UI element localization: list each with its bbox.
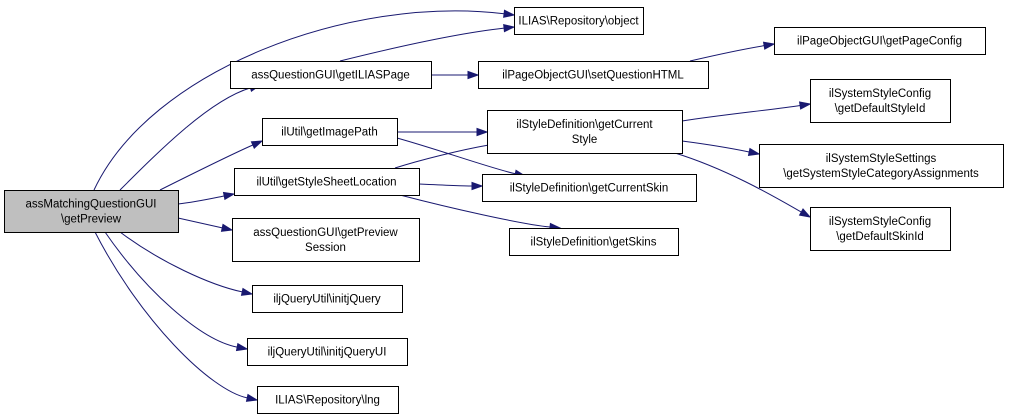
arrowhead-icon <box>471 181 484 191</box>
arrowhead-icon <box>467 70 480 80</box>
node-label: ilSystemStyleSettings <box>826 153 937 165</box>
node-get-current-skin[interactable]: ilStyleDefinition\getCurrentSkin <box>482 174 697 202</box>
node-root[interactable]: assMatchingQuestionGUI \getPreview <box>4 190 179 233</box>
edge-get-current-style-to-get-default-style-id <box>681 101 812 122</box>
arrowhead-icon <box>503 9 516 18</box>
node-label: ilSystemStyleConfig <box>829 216 931 228</box>
node-label: Style <box>572 134 598 146</box>
edge-root-to-init-jquery-ui <box>104 231 249 352</box>
node-box <box>262 118 398 146</box>
node-label: ilStyleDefinition\getCurrentSkin <box>510 183 669 195</box>
node-label: ilUtil\getStyleSheetLocation <box>257 177 397 189</box>
node-box <box>759 144 1004 188</box>
edge-root-to-get-preview-session <box>177 217 234 232</box>
node-get-system-style-category-assignments[interactable]: ilSystemStyleSettings \getSystemStyleCate… <box>759 144 1004 188</box>
node-box <box>509 228 679 256</box>
arrowhead-icon <box>240 287 254 296</box>
node-box <box>810 207 951 251</box>
arrowhead-icon <box>762 41 776 50</box>
node-label: \getDefaultStyleId <box>835 103 926 115</box>
node-get-style-sheet-location[interactable]: ilUtil\getStyleSheetLocation <box>234 168 420 196</box>
node-label: \getDefaultSkinId <box>836 231 924 243</box>
node-label: assQuestionGUI\getPreview <box>253 227 398 239</box>
node-label: ilUtil\getImagePath <box>281 127 378 139</box>
edge-get-current-style-to-get-system-style-category-assignments <box>681 140 761 156</box>
node-set-question-html[interactable]: ilPageObjectGUI\setQuestionHTML <box>478 61 709 89</box>
node-repo-object[interactable]: ILIAS\Repository\object <box>514 7 644 35</box>
edge-root-to-init-jquery <box>119 231 254 296</box>
node-box <box>774 27 986 55</box>
node-box <box>247 338 408 366</box>
edge-get-style-sheet-location-to-get-current-style <box>394 140 502 169</box>
node-label: assQuestionGUI\getILIASPage <box>251 70 410 82</box>
arrowhead-icon <box>476 127 489 137</box>
node-box <box>4 190 179 233</box>
node-init-jquery[interactable]: iljQueryUtil\initjQuery <box>252 285 403 313</box>
node-init-jquery-ui[interactable]: iljQueryUtil\initjQueryUI <box>247 338 408 366</box>
arrowhead-icon <box>222 191 236 201</box>
node-get-default-style-id[interactable]: ilSystemStyleConfig \getDefaultStyleId <box>810 79 951 123</box>
edge-get-ilias-page-to-repo-object <box>339 23 516 62</box>
edge-set-question-html-to-get-page-config <box>689 41 776 62</box>
node-box <box>252 285 403 313</box>
node-repo-lng[interactable]: ILIAS\Repository\lng <box>257 386 399 414</box>
node-box <box>234 168 420 196</box>
edge-root-to-get-image-path <box>159 140 264 191</box>
node-box <box>514 7 644 35</box>
node-box <box>482 174 697 202</box>
arrowhead-icon <box>245 393 259 402</box>
node-get-default-skin-id[interactable]: ilSystemStyleConfig \getDefaultSkinId <box>810 207 951 251</box>
node-get-skins[interactable]: ilStyleDefinition\getSkins <box>509 228 679 256</box>
arrowhead-icon <box>503 23 516 33</box>
function-nodes: assMatchingQuestionGUI\getPreviewILIAS\R… <box>4 7 1004 414</box>
node-label: assMatchingQuestionGUI <box>25 199 156 211</box>
edge-get-current-style-to-get-default-skin-id <box>674 152 812 218</box>
edge-get-ilias-page-to-set-question-html <box>430 70 480 80</box>
node-label: ilSystemStyleConfig <box>829 88 931 100</box>
node-box <box>230 61 432 89</box>
arrowhead-icon <box>235 342 249 352</box>
arrowhead-icon <box>798 208 812 218</box>
node-label: ilStyleDefinition\getCurrent <box>516 119 653 131</box>
node-get-ilias-page[interactable]: assQuestionGUI\getILIASPage <box>230 61 432 89</box>
edge-root-to-repo-lng <box>94 231 259 402</box>
edge-get-style-sheet-location-to-get-current-skin <box>418 181 484 191</box>
node-box <box>232 218 420 262</box>
edge-root-to-get-style-sheet-location <box>177 191 236 205</box>
arrowhead-icon <box>798 101 812 110</box>
node-box <box>257 386 399 414</box>
node-box <box>487 110 683 154</box>
arrowhead-icon <box>220 223 234 232</box>
edge-root-to-repo-object <box>93 9 516 191</box>
node-label: \getPreview <box>61 214 122 226</box>
arrowhead-icon <box>250 140 264 150</box>
node-box <box>478 61 709 89</box>
node-label: ILIAS\Repository\lng <box>275 395 380 407</box>
edge-get-image-path-to-get-current-style <box>397 127 489 137</box>
arrowhead-icon <box>747 147 761 156</box>
node-box <box>810 79 951 123</box>
node-label: ILIAS\Repository\object <box>518 16 639 28</box>
node-get-image-path[interactable]: ilUtil\getImagePath <box>262 118 398 146</box>
node-label: ilPageObjectGUI\getPageConfig <box>797 36 962 48</box>
node-label: ilPageObjectGUI\setQuestionHTML <box>502 70 684 82</box>
node-label: Session <box>305 242 346 254</box>
node-label: iljQueryUtil\initjQuery <box>273 294 381 306</box>
node-get-page-config[interactable]: ilPageObjectGUI\getPageConfig <box>774 27 986 55</box>
node-label: iljQueryUtil\initjQueryUI <box>268 347 387 359</box>
node-label: ilStyleDefinition\getSkins <box>531 237 657 249</box>
node-label: \getSystemStyleCategoryAssignments <box>783 168 979 180</box>
